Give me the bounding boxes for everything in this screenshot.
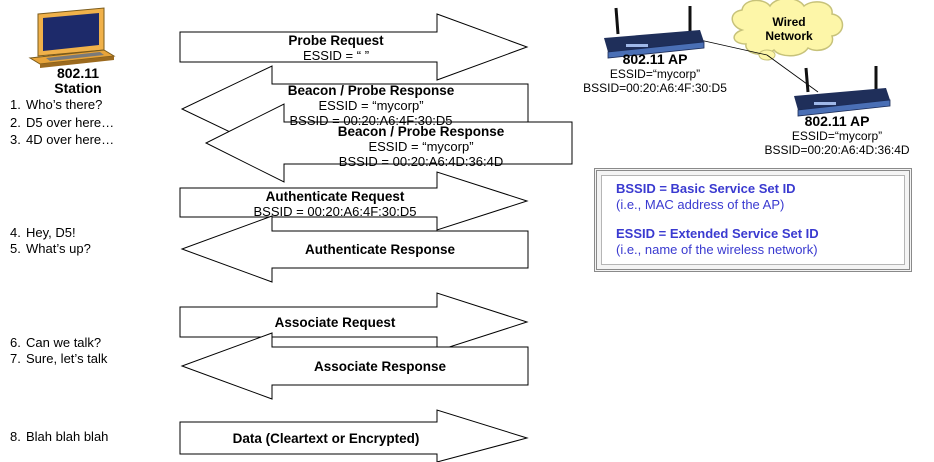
step-text: 4D over here…: [26, 132, 115, 147]
ap1-bssid: BSSID=00:20:A6:4F:30:D5: [583, 81, 727, 95]
legend-bssid-desc: (i.e., MAC address of the AP): [616, 197, 785, 212]
step-text: Hey, D5!: [26, 225, 76, 240]
step-number: 2.: [10, 115, 21, 130]
message-title: Associate Response: [313, 359, 447, 374]
message-detail-bssid: BSSID = 00:20:A6:4D:36:4D: [338, 154, 504, 169]
step-text: Who’s there?: [26, 97, 103, 112]
legend-bssid-title: BSSID = Basic Service Set ID: [616, 181, 796, 196]
arrow-authenticate-request: [179, 171, 529, 231]
message-title: Beacon / Probe Response: [337, 124, 505, 139]
link-line-ap1: [699, 39, 768, 56]
message-detail: ESSID = “mycorp”: [368, 139, 474, 154]
message-authenticate-response: Authenticate Response: [266, 242, 494, 257]
station-label-line1: 802.11: [56, 65, 100, 81]
message-detail: BSSID = 00:20:A6:4F:30:D5: [253, 204, 417, 219]
message-associate-request: Associate Request: [222, 315, 448, 330]
arrow-data: [179, 409, 529, 462]
step-number: 7.: [10, 351, 21, 366]
step-7: 7. Sure, let’s talk: [10, 351, 107, 366]
step-number: 1.: [10, 97, 21, 112]
arrow-probe-request: [179, 13, 529, 81]
wired-network-label-line2: Network: [765, 29, 813, 43]
ap2-title: 802.11 AP: [804, 113, 870, 129]
message-beacon-response-d5: Beacon / Probe Response ESSID = “mycorp”…: [238, 83, 504, 128]
wired-network-label: Wired Network: [754, 15, 824, 43]
step-text: Sure, let’s talk: [26, 351, 108, 366]
message-title: Probe Request: [288, 33, 384, 48]
station-label-line2: Station: [54, 80, 102, 96]
step-text: What’s up?: [26, 241, 91, 256]
message-title: Data (Cleartext or Encrypted): [232, 431, 420, 446]
message-detail: ESSID = “mycorp”: [318, 98, 424, 113]
step-8: 8. Blah blah blah: [10, 429, 108, 444]
ap1-label: 802.11 AP ESSID=“mycorp” BSSID=00:20:A6:…: [560, 51, 750, 96]
message-beacon-response-4d: Beacon / Probe Response ESSID = “mycorp”…: [288, 124, 554, 169]
message-title: Authenticate Request: [265, 189, 405, 204]
message-detail: ESSID = “ ”: [302, 48, 370, 63]
legend-inner: BSSID = Basic Service Set ID (i.e., MAC …: [601, 175, 905, 265]
step-number: 3.: [10, 132, 21, 147]
link-line-ap2: [766, 54, 819, 93]
station-label: 802.11 Station: [40, 66, 116, 96]
step-3: 3. 4D over here…: [10, 132, 114, 147]
message-detail-bssid: BSSID = 00:20:A6:4F:30:D5: [289, 113, 453, 128]
access-point-1-icon: [604, 6, 705, 59]
ap1-essid: ESSID=“mycorp”: [609, 67, 701, 81]
step-6: 6. Can we talk?: [10, 335, 101, 350]
message-title: Associate Request: [274, 315, 396, 330]
message-title: Beacon / Probe Response: [287, 83, 455, 98]
ap2-label: 802.11 AP ESSID=“mycorp” BSSID=00:20:A6:…: [740, 113, 934, 158]
message-probe-request: Probe Request ESSID = “ ”: [236, 33, 436, 63]
legend-essid-title: ESSID = Extended Service Set ID: [616, 226, 819, 241]
message-title: Authenticate Response: [304, 242, 456, 257]
message-authenticate-request: Authenticate Request BSSID = 00:20:A6:4F…: [222, 189, 448, 219]
step-number: 8.: [10, 429, 21, 444]
step-text: Can we talk?: [26, 335, 102, 350]
step-1: 1. Who’s there?: [10, 97, 102, 112]
step-number: 4.: [10, 225, 21, 240]
step-number: 5.: [10, 241, 21, 256]
laptop-icon: [28, 7, 116, 68]
message-data: Data (Cleartext or Encrypted): [196, 431, 456, 446]
wired-network-label-line1: Wired: [772, 15, 806, 29]
step-number: 6.: [10, 335, 21, 350]
ap1-title: 802.11 AP: [622, 51, 688, 67]
arrow-beacon-response-4d: [204, 103, 573, 183]
step-text: Blah blah blah: [26, 429, 109, 444]
step-5: 5. What’s up?: [10, 241, 91, 256]
access-point-2-icon: [794, 66, 891, 117]
legend-box: BSSID = Basic Service Set ID (i.e., MAC …: [594, 168, 912, 272]
step-2: 2. D5 over here…: [10, 115, 114, 130]
message-associate-response: Associate Response: [266, 359, 494, 374]
step-4: 4. Hey, D5!: [10, 225, 76, 240]
ap2-essid: ESSID=“mycorp”: [791, 129, 883, 143]
legend-essid-desc: (i.e., name of the wireless network): [616, 242, 818, 257]
ap2-bssid: BSSID=00:20:A6:4D:36:4D: [764, 143, 910, 157]
arrow-associate-response: [180, 332, 529, 400]
step-text: D5 over here…: [26, 115, 115, 130]
arrow-authenticate-response: [180, 215, 529, 283]
